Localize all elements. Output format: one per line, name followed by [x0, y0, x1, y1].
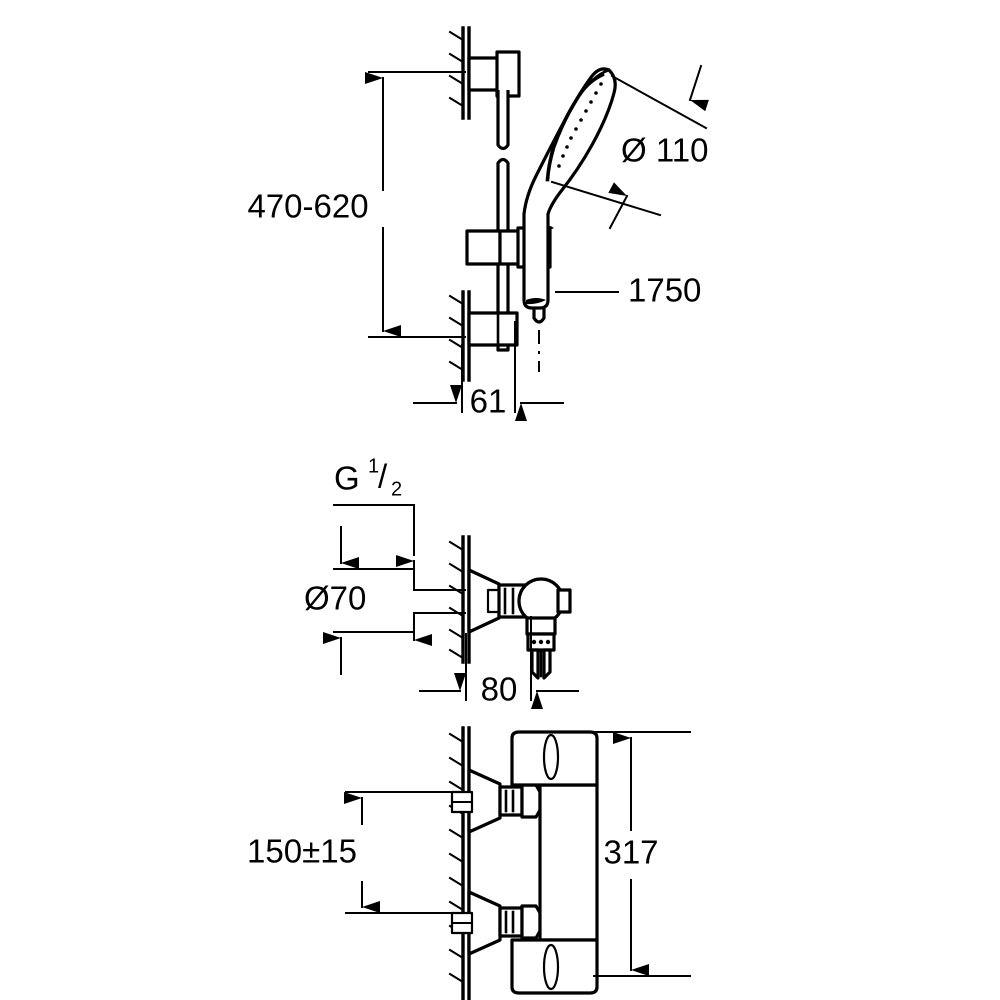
spray-holes: [557, 82, 603, 168]
lower-escutcheon: [450, 890, 502, 956]
dimension-label-diameter-70: Ø70: [304, 580, 366, 617]
dimension-diameter-110: Ø 110: [550, 64, 709, 230]
dimension-diameter-70: Ø70: [304, 526, 415, 675]
dimension-470-620: 470-620: [247, 71, 466, 338]
upper-inlet-connector: [498, 783, 542, 819]
dimension-label-61: 61: [470, 383, 507, 420]
lower-wall-bracket: [467, 311, 519, 347]
dimension-label-g-denominator: 2: [391, 478, 402, 500]
dimension-label-g-numerator: 1: [368, 455, 379, 477]
dimension-g-half: G 1 / 2: [333, 455, 466, 646]
dimension-label-diameter-110: Ø 110: [621, 132, 708, 169]
dimension-317: 317: [593, 731, 691, 977]
view-middle-wall-union: G 1 / 2 Ø70 80: [304, 455, 579, 709]
dimension-label-g: G: [334, 460, 360, 497]
dimension-150-15: 150±15: [247, 791, 463, 914]
lower-inlet-connector: [498, 904, 542, 940]
dimension-label-1750: 1750: [628, 272, 701, 309]
dimension-61: 61: [413, 321, 564, 421]
fraction-slash: /: [378, 458, 388, 495]
dimension-label-470-620: 470-620: [247, 188, 368, 225]
dimension-label-317: 317: [603, 834, 658, 871]
upper-escutcheon: [450, 768, 502, 834]
volume-handle: [510, 938, 599, 995]
dimension-label-150-15: 150±15: [247, 833, 357, 870]
dimension-1750: 1750: [555, 272, 701, 309]
dimension-label-80: 80: [481, 671, 518, 708]
union-body: [497, 577, 572, 625]
wall-bottom: [448, 726, 471, 1000]
hand-shower: [522, 67, 617, 310]
mixer-body: [538, 783, 599, 942]
slide-bar: [496, 90, 510, 352]
dimension-80: 80: [419, 616, 579, 709]
view-bottom-thermostat-mixer: 150±15 317: [247, 726, 691, 1000]
temperature-handle: [510, 730, 599, 787]
view-top-shower-rail: 470-620 Ø 110 1750 61: [247, 26, 709, 421]
upper-wall-bracket: [467, 50, 521, 98]
